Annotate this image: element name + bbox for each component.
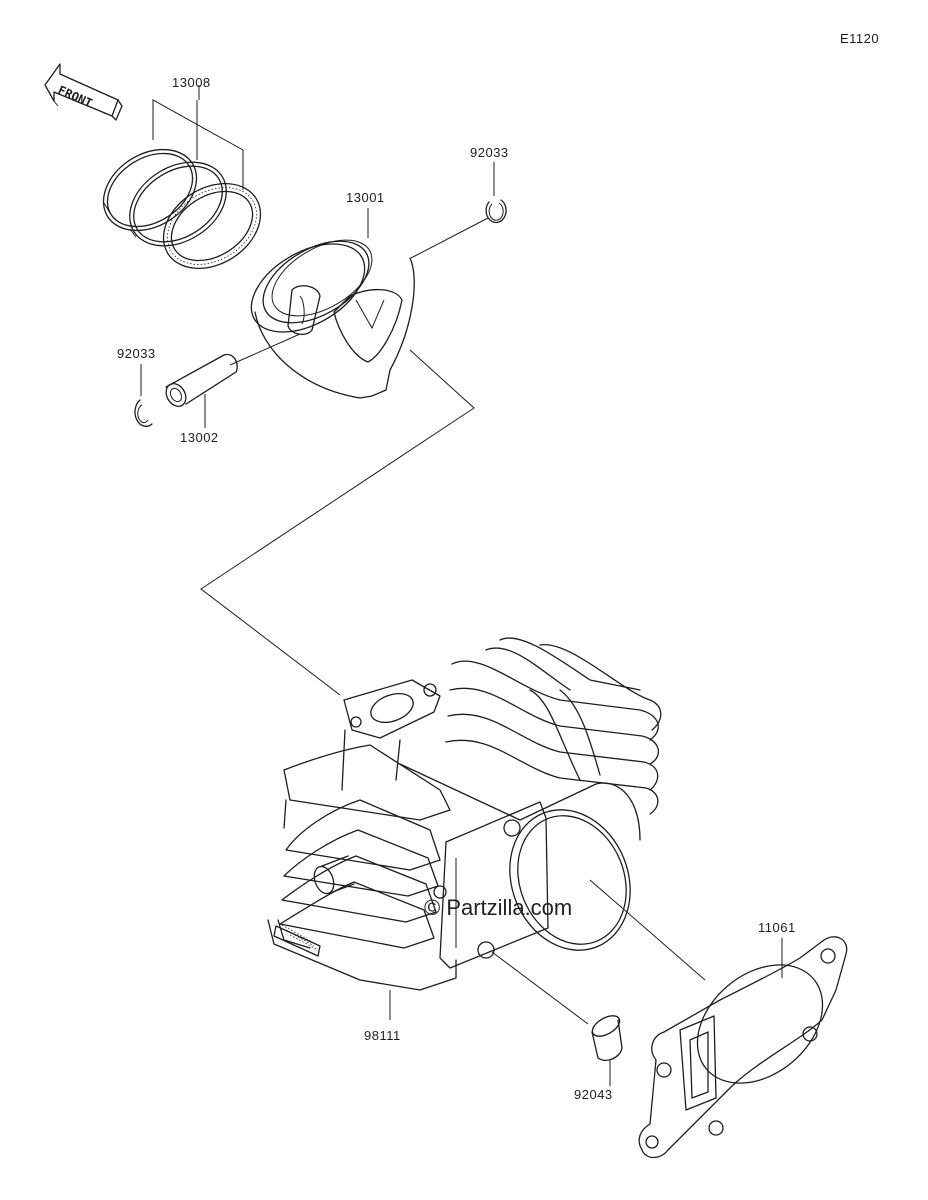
- circlip-left: [134, 399, 153, 427]
- part-label-11061: 11061: [758, 920, 796, 935]
- diagram-code: E1120: [840, 31, 879, 46]
- part-label-13002: 13002: [180, 430, 219, 445]
- watermark-text: © Partzilla.com: [424, 895, 572, 920]
- cylinder-gasket: [638, 936, 848, 1159]
- piston-pin: [165, 353, 238, 407]
- part-label-92033-a: 92033: [470, 145, 509, 160]
- cylinder-block: [267, 637, 662, 991]
- part-label-13001: 13001: [346, 190, 385, 205]
- part-label-13008: 13008: [172, 75, 211, 90]
- circlip-right: [485, 199, 507, 224]
- piston-rings: [102, 85, 262, 270]
- bore-to-gasket-guide: [589, 879, 706, 981]
- dowel-pin: [591, 1015, 623, 1062]
- part-label-92033-b: 92033: [117, 346, 156, 361]
- part-label-92043: 92043: [574, 1087, 613, 1102]
- front-arrow-icon: FRONT: [44, 63, 123, 121]
- part-label-98111: 98111: [364, 1028, 401, 1043]
- piston-to-cylinder-guide: [200, 349, 475, 696]
- piston: [229, 239, 415, 399]
